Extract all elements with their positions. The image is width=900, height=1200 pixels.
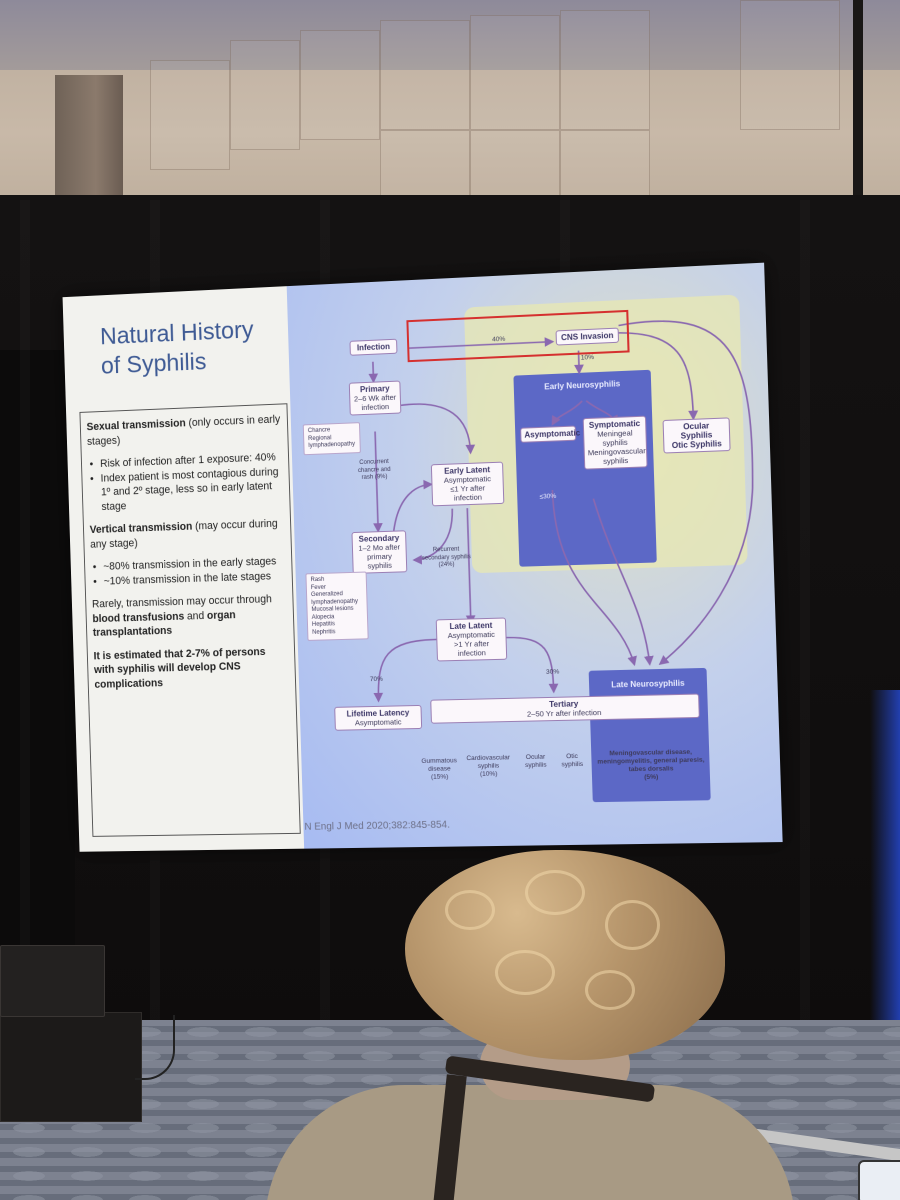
pct-70-label: 70% (370, 676, 383, 683)
type-name: Ocular syphilis (518, 753, 553, 770)
note-item: Nephritis (312, 628, 364, 637)
vertical-transmission-heading: Vertical transmission (may occur during … (90, 517, 285, 552)
slide-text-box: Sexual transmission (only occurs in earl… (79, 403, 300, 837)
arrow-asymptomatic-late (552, 487, 634, 666)
citation: N Engl J Med 2020;382:845-854. (304, 820, 450, 833)
type-name: Otic syphilis (557, 753, 588, 770)
curtain-fold (20, 200, 30, 1070)
secondary-notes: Rash Fever Generalized lymphadenopathy M… (305, 571, 368, 640)
tertiary-type: Ocular syphilis (518, 753, 553, 770)
secondary-box: Secondary 1–2 Mo after primary syphilis (351, 530, 407, 574)
cns-estimate-text: It is estimated that 2-7% of persons wit… (93, 644, 289, 692)
pct-10-label: 10% (581, 354, 594, 362)
wall-panel (150, 60, 230, 170)
otic-label: Otic Syphilis (667, 439, 726, 450)
tertiary-type: Otic syphilis (557, 753, 588, 770)
wall-panel (470, 15, 560, 130)
hair-curl (445, 890, 495, 930)
tertiary-type: Cardiovascular syphilis (10%) (462, 754, 515, 779)
asymptomatic-box: Asymptomatic (520, 426, 576, 443)
vertical-bullets: ~80% transmission in the early stages ~1… (91, 554, 286, 589)
wall-panel (380, 20, 470, 130)
hair-curl (605, 900, 660, 950)
hair-curl (495, 950, 555, 995)
arrow-primary-early-latent (399, 402, 470, 456)
type-pct: (15%) (419, 773, 461, 782)
symptomatic-item: Meningeal syphilis (587, 428, 643, 448)
pct-30-label: 30% (546, 668, 559, 675)
note-item: Regional lymphadenopathy (308, 434, 356, 451)
phone (858, 1160, 900, 1200)
arrow-secondary-early-latent (392, 484, 433, 535)
ocular-otic-box: Ocular Syphilis Otic Syphilis (663, 417, 731, 453)
secondary-sub: 1–2 Mo after primary syphilis (356, 542, 403, 570)
symptomatic-item: Meningovascular syphilis (588, 446, 644, 466)
hair-curl (525, 870, 585, 915)
pct-le30-label: ≤30% (539, 493, 556, 501)
wall-panel (740, 0, 840, 130)
rare-transmission-text: Rarely, transmission may occur through b… (92, 592, 288, 640)
pct-40-label: 40% (492, 336, 505, 344)
arrow-cns-late-neuro (618, 317, 758, 665)
recurrent-label: Recurrent secondary syphilis (24%) (418, 546, 474, 570)
bullet-item: Index patient is most contagious during … (88, 464, 284, 514)
rare-mid: and (184, 610, 207, 622)
asymptomatic-label: Asymptomatic (524, 428, 580, 439)
audience-member-shoulders (265, 1085, 795, 1200)
rare-prefix: Rarely, transmission may occur through (92, 593, 272, 610)
sexual-heading-bold: Sexual transmission (86, 417, 185, 433)
arrow-late-latent-lifetime (377, 639, 439, 700)
stage-speaker (0, 945, 105, 1017)
vertical-heading-bold: Vertical transmission (90, 521, 193, 536)
symptomatic-box: Symptomatic Meningeal syphilis Meningova… (583, 416, 648, 470)
tertiary-type: Gummatous disease (15%) (418, 757, 461, 782)
sexual-transmission-heading: Sexual transmission (only occurs in earl… (86, 412, 281, 448)
concurrent-label: Concurrent chancre and rash (9%) (353, 459, 395, 483)
slide-text-pane: Natural History of Syphilis Sexual trans… (63, 286, 305, 852)
ocular-label: Ocular Syphilis (667, 421, 726, 442)
wall-panel (300, 30, 380, 140)
blue-stage-light (870, 690, 900, 1070)
mount-pole (853, 0, 863, 205)
cns-invasion-box: CNS Invasion (556, 328, 620, 346)
slide-title: Natural History of Syphilis (100, 314, 286, 382)
arrow-late-latent-tertiary (507, 636, 554, 693)
early-latent-item: ≤1 Yr after infection (436, 483, 501, 503)
wall-panel (560, 10, 650, 130)
wall-panel (230, 40, 300, 150)
late-neuro-description: Meningovascular disease, meningomyelitis… (593, 748, 709, 783)
lifetime-sub: Asymptomatic (339, 717, 419, 728)
infection-label: Infection (357, 342, 390, 352)
late-latent-box: Late Latent Asymptomatic >1 Yr after inf… (436, 617, 508, 661)
infection-box: Infection (349, 339, 397, 356)
hair-curl (585, 970, 635, 1010)
type-name: Cardiovascular syphilis (462, 754, 515, 771)
arrow-infection-primary (373, 362, 374, 382)
speaker-base (0, 1012, 142, 1122)
late-neuro-desc-text: Meningovascular disease, meningomyelitis… (593, 748, 709, 775)
type-pct: (10%) (462, 770, 515, 779)
curtain-fold (800, 200, 810, 1070)
lifetime-latency-box: Lifetime Latency Asymptomatic (334, 705, 422, 731)
type-name: Gummatous disease (418, 757, 460, 774)
early-latent-box: Early Latent Asymptomatic ≤1 Yr after in… (431, 462, 504, 507)
rare-bold-1: blood transfusions (92, 610, 184, 624)
cns-invasion-label: CNS Invasion (561, 331, 614, 342)
slide-diagram-pane: Infection 40% CNS Invasion 10% Primary 2… (287, 263, 783, 849)
primary-sub: 2–6 Wk after infection (353, 393, 397, 413)
projection-screen: Natural History of Syphilis Sexual trans… (63, 263, 783, 852)
primary-notes: Chancre Regional lymphadenopathy (303, 422, 361, 455)
primary-box: Primary 2–6 Wk after infection (349, 381, 402, 416)
note-item: Generalized lymphadenopathy (311, 591, 363, 607)
late-latent-item: >1 Yr after infection (440, 639, 503, 659)
arrow-symptomatic-late (593, 497, 649, 666)
arrow-early-neuro-asym (552, 401, 583, 424)
sexual-bullets: Risk of infection after 1 exposure: 40% … (88, 450, 284, 514)
